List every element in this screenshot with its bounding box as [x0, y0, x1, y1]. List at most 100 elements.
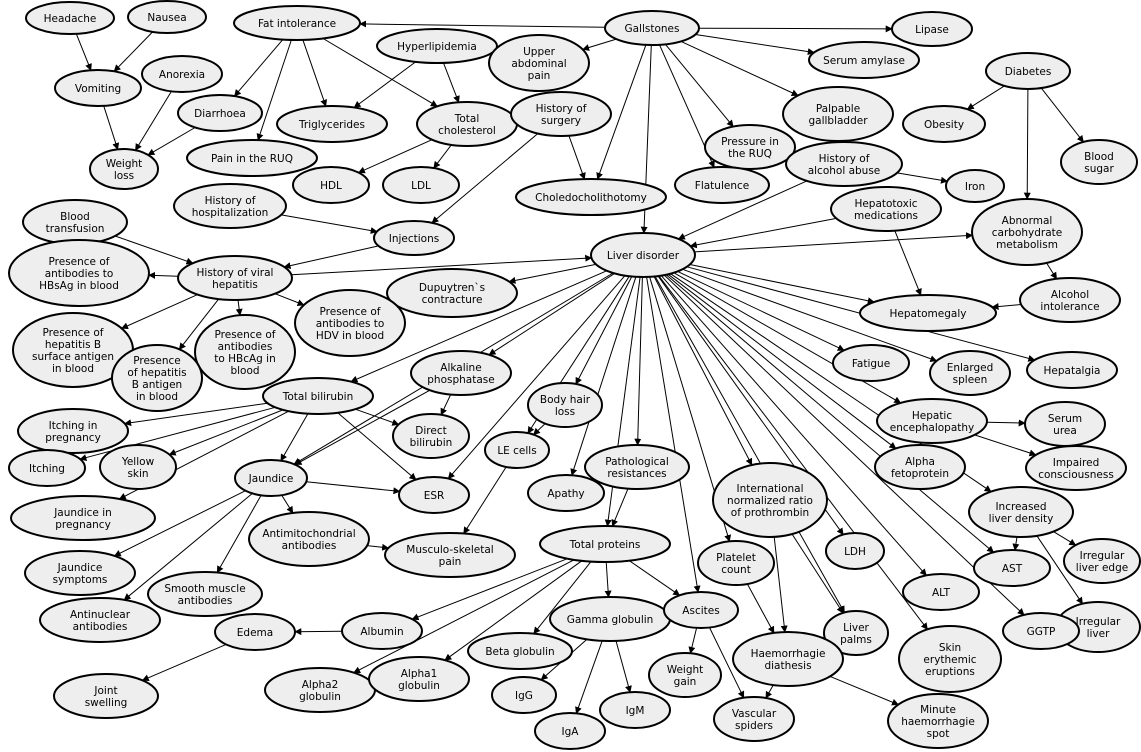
node-total-bilirubin[interactable]: Total bilirubin — [262, 377, 374, 415]
node-fat-intolerance[interactable]: Fat intolerance — [233, 5, 361, 41]
node-lipase[interactable]: Lipase — [891, 11, 973, 47]
node-albumin[interactable]: Albumin — [341, 612, 423, 650]
node-triglycerides[interactable]: Triglycerides — [276, 105, 388, 143]
node-pain-ruq[interactable]: Pain in the RUQ — [186, 139, 318, 177]
node-ldl[interactable]: LDL — [382, 166, 460, 204]
node-igm[interactable]: IgM — [599, 691, 671, 729]
node-fatigue[interactable]: Fatigue — [832, 344, 910, 382]
node-label-line: Beta globulin — [485, 646, 554, 658]
node-iron[interactable]: Iron — [945, 169, 1005, 203]
node-liver-disorder[interactable]: Liver disorder — [590, 232, 696, 278]
node-ldh[interactable]: LDH — [825, 532, 885, 570]
node-anorexia[interactable]: Anorexia — [141, 55, 223, 93]
node-ascites[interactable]: Ascites — [663, 591, 739, 629]
node-itching[interactable]: Itching — [8, 449, 86, 487]
node-hepatomegaly[interactable]: Hepatomegaly — [859, 294, 997, 332]
node-igg[interactable]: IgG — [491, 676, 557, 714]
node-label: Fat intolerance — [258, 18, 336, 30]
node-obesity[interactable]: Obesity — [902, 105, 986, 143]
node-esr[interactable]: ESR — [398, 476, 470, 514]
node-label-line: Ascites — [682, 605, 719, 617]
node-label-line: IgG — [515, 690, 533, 702]
node-vomiting[interactable]: Vomiting — [54, 69, 142, 107]
node-serum-amylase[interactable]: Serum amylase — [808, 41, 920, 79]
node-alt[interactable]: ALT — [902, 573, 980, 611]
node-ast[interactable]: AST — [973, 549, 1051, 587]
node-total-proteins[interactable]: Total proteins — [539, 525, 671, 563]
node-hepatalgia[interactable]: Hepatalgia — [1026, 351, 1118, 389]
node-shape — [713, 696, 795, 742]
node-jaundice[interactable]: Jaundice — [234, 459, 308, 497]
node-choledocholithotomy[interactable]: Choledocholithotomy — [515, 178, 667, 216]
node-diabetes[interactable]: Diabetes — [985, 52, 1071, 90]
node-edema[interactable]: Edema — [214, 613, 296, 651]
node-gallstones[interactable]: Gallstones — [604, 10, 700, 46]
node-ggtp[interactable]: GGTP — [1002, 612, 1080, 650]
node-headache[interactable]: Headache — [25, 1, 115, 35]
node-diarrhoea[interactable]: Diarrhoea — [177, 94, 263, 132]
node-le-cells[interactable]: LE cells — [484, 431, 550, 469]
node-nausea[interactable]: Nausea — [127, 0, 207, 34]
node-iga[interactable]: IgA — [534, 712, 606, 750]
node-apathy[interactable]: Apathy — [527, 474, 605, 512]
node-injections[interactable]: Injections — [373, 220, 455, 256]
edge-antimitochondrial_antibodies-to-musculo_skeletal_pain — [367, 543, 390, 551]
node-gamma-globulin[interactable]: Gamma globulin — [549, 596, 671, 642]
node-hdl[interactable]: HDL — [292, 166, 370, 204]
node-beta-globulin[interactable]: Beta globulin — [467, 632, 573, 670]
node-flatulence[interactable]: Flatulence — [674, 166, 770, 204]
node-hyperlipidemia[interactable]: Hyperlipidemia — [376, 28, 498, 64]
